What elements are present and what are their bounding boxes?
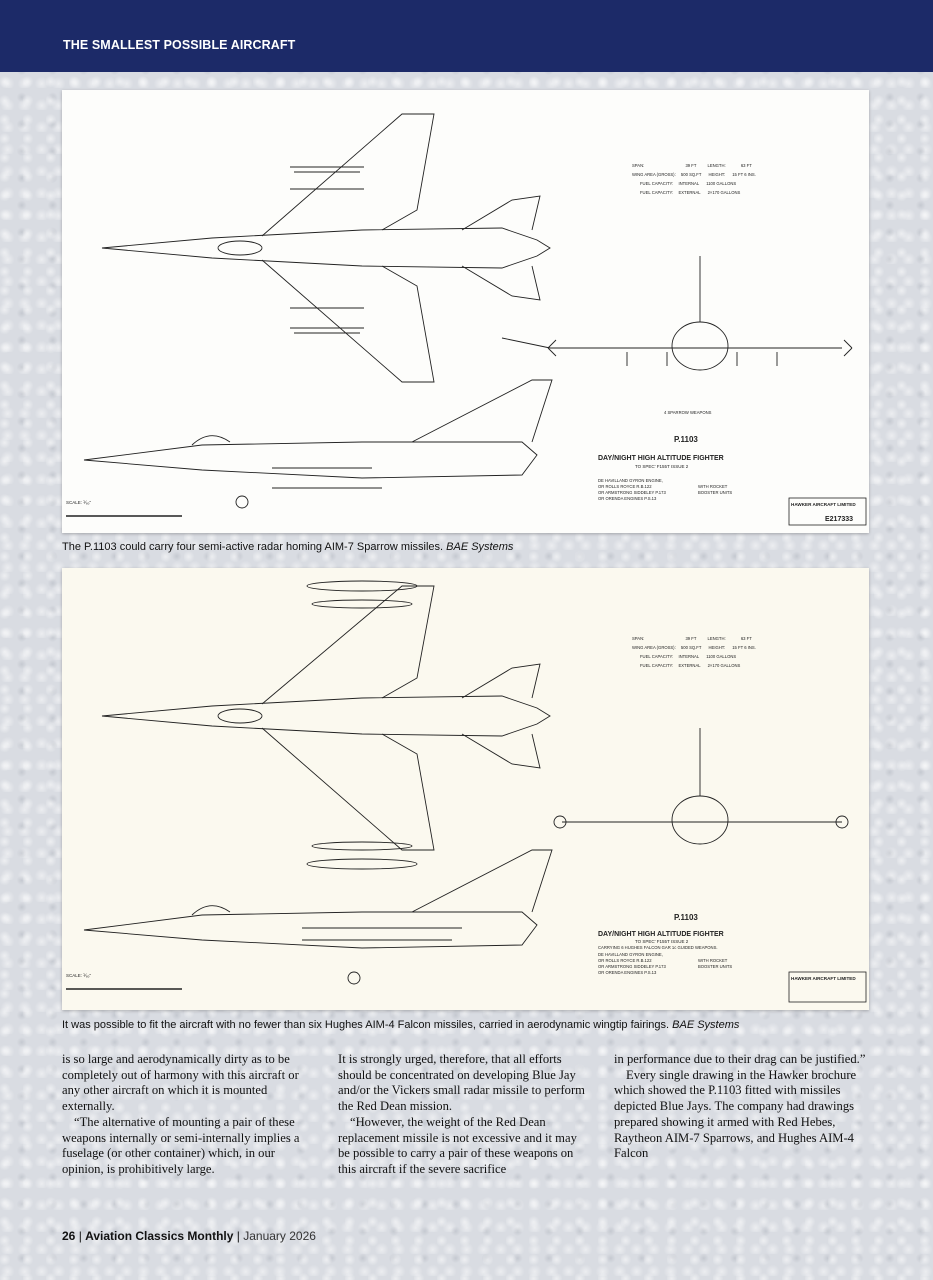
caption-text: It was possible to fit the aircraft with…: [62, 1019, 673, 1031]
designation: P.1103: [674, 435, 698, 444]
body-column-3: in performance due to their drag can be …: [614, 1052, 866, 1162]
caption-credit: BAE Systems: [446, 541, 514, 553]
footer-separator: |: [233, 1229, 244, 1243]
spec-row-3: FUEL CAPACITY: INTERNAL 1100 GALLONS: [640, 654, 736, 659]
p1103-sparrow-drawing: SPAN: 39 FT LENGTH: 63 FT WING AREA (GRO…: [66, 113, 867, 526]
engine-2: OR ROLLS ROYCE R.B.122: [598, 484, 652, 489]
drawing-sparrow: SPAN: 39 FT LENGTH: 63 FT WING AREA (GRO…: [62, 90, 869, 533]
spec-label: TO SPEC' F155T ISSUE 2: [635, 464, 689, 469]
spec-label: TO SPEC' F155T ISSUE 2: [635, 939, 689, 944]
weapons-label: 4 SPARROW WEAPONS: [664, 410, 712, 415]
caption-sparrow: The P.1103 could carry four semi-active …: [62, 541, 513, 553]
issue-date: January 2026: [243, 1229, 316, 1243]
caption-falcon: It was possible to fit the aircraft with…: [62, 1019, 739, 1031]
body-column-1: is so large and aerodynamically dirty as…: [62, 1052, 314, 1178]
drawing-falcon: SPAN: 39 FT LENGTH: 63 FT WING AREA (GRO…: [62, 568, 869, 1010]
spec-row-4: FUEL CAPACITY: EXTERNAL 2×170 GALLONS: [640, 663, 740, 668]
spec-row-1: SPAN: 39 FT LENGTH: 63 FT: [632, 163, 752, 168]
role-title: DAY/NIGHT HIGH ALTITUDE FIGHTER: [598, 455, 724, 462]
carrying-label: CARRYING 6 HUGHES FALCON GAR 1c GUIDED W…: [598, 945, 718, 950]
booster-1: WITH ROCKET: [698, 958, 728, 963]
paragraph: “The alternative of mounting a pair of t…: [62, 1114, 300, 1176]
designation: P.1103: [674, 913, 698, 922]
footer-separator: |: [75, 1229, 86, 1243]
spec-row-2: WING AREA (GROSS): 500 SQ.FT HEIGHT: 15 …: [632, 172, 756, 177]
engine-2: OR ROLLS ROYCE R.B.122: [598, 958, 652, 963]
spec-row-1: SPAN: 39 FT LENGTH: 63 FT: [632, 636, 752, 641]
paragraph: Every single drawing in the Hawker broch…: [614, 1067, 857, 1161]
publication-name: Aviation Classics Monthly: [85, 1229, 234, 1243]
caption-text: The P.1103 could carry four semi-active …: [62, 541, 447, 553]
page-header: THE SMALLEST POSSIBLE AIRCRAFT: [0, 0, 933, 72]
page-number: 26: [62, 1229, 76, 1243]
booster-2: BOOSTER UNITS: [698, 490, 732, 495]
scale-label: SCALE: ⅟₈₀": [66, 500, 92, 505]
company-name: HAWKER AIRCRAFT LIMITED: [791, 502, 856, 507]
paragraph: in performance due to their drag can be …: [614, 1052, 866, 1066]
spec-row-2: WING AREA (GROSS): 500 SQ.FT HEIGHT: 15 …: [632, 645, 756, 650]
scale-label: SCALE: ⅟₈₀": [66, 973, 92, 978]
role-title: DAY/NIGHT HIGH ALTITUDE FIGHTER: [598, 931, 724, 938]
booster-1: WITH ROCKET: [698, 484, 728, 489]
spec-row-3: FUEL CAPACITY: INTERNAL 1100 GALLONS: [640, 181, 736, 186]
engine-3: OR ARMSTRONG SIDDELEY P.173: [598, 490, 666, 495]
spec-row-4: FUEL CAPACITY: EXTERNAL 2×170 GALLONS: [640, 190, 740, 195]
p1103-falcon-drawing: SPAN: 39 FT LENGTH: 63 FT WING AREA (GRO…: [66, 580, 867, 1003]
engine-1: DE HAVILLAND GYRON ENGINE,: [598, 478, 663, 483]
engine-4: OR ORENDA ENGINES P.S.13: [598, 970, 657, 975]
booster-2: BOOSTER UNITS: [698, 964, 732, 969]
paragraph: “However, the weight of the Red Dean rep…: [338, 1114, 577, 1176]
engine-3: OR ARMSTRONG SIDDELEY P.173: [598, 964, 666, 969]
body-column-2: It is strongly urged, therefore, that al…: [338, 1052, 590, 1178]
page-footer: 26 | Aviation Classics Monthly | January…: [62, 1229, 316, 1243]
paragraph: is so large and aerodynamically dirty as…: [62, 1052, 299, 1114]
section-title: THE SMALLEST POSSIBLE AIRCRAFT: [63, 38, 296, 52]
caption-credit: BAE Systems: [672, 1019, 740, 1031]
drawing-number: E217333: [825, 516, 853, 523]
company-name: HAWKER AIRCRAFT LIMITED: [791, 976, 856, 981]
paragraph: It is strongly urged, therefore, that al…: [338, 1052, 585, 1114]
engine-4: OR ORENDA ENGINES P.S.13: [598, 496, 657, 501]
engine-1: DE HAVILLAND GYRON ENGINE,: [598, 952, 663, 957]
